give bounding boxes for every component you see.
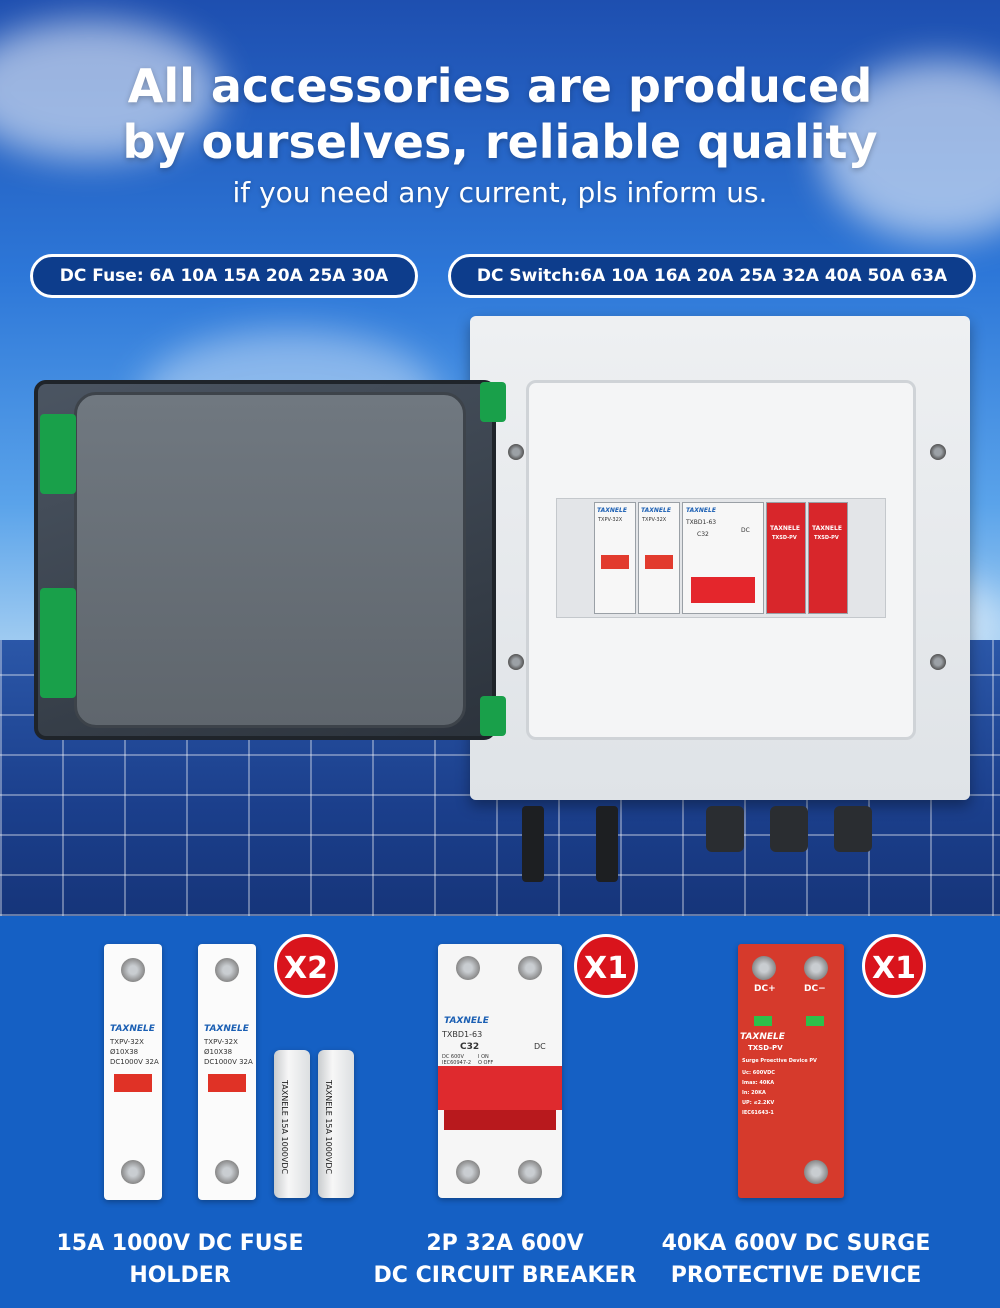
spd-standard: IEC61643-1 bbox=[742, 1110, 774, 1116]
fuse-holder-module: TAXNELE TXPV-32X bbox=[638, 502, 680, 614]
dc-circuit-breaker: TAXNELE TXBD1-63 C32 DC 600V IEC60947-2 … bbox=[438, 944, 562, 1198]
fuse-indicator-window bbox=[601, 555, 629, 569]
screw-icon bbox=[752, 956, 776, 980]
screw-icon bbox=[518, 956, 542, 980]
fuse-indicator-window bbox=[645, 555, 673, 569]
fuse-holder-brand: TAXNELE bbox=[110, 1024, 155, 1034]
breaker-brand: TAXNELE bbox=[444, 1016, 489, 1026]
fuse-holder-model: TXPV-32X bbox=[110, 1038, 144, 1046]
quantity-badge: X1 bbox=[574, 934, 638, 998]
screw-icon bbox=[518, 1160, 542, 1184]
fuse-holder: TAXNELE TXPV-32X Ø10X38 DC1000V 32A bbox=[198, 944, 256, 1200]
fuse-cartridge-text: TAXNELE 15A 1000VDC bbox=[280, 1080, 289, 1175]
screw-icon bbox=[121, 1160, 145, 1184]
cable-gland bbox=[770, 806, 808, 852]
breaker-handle-base bbox=[444, 1110, 556, 1130]
mc4-connector bbox=[522, 806, 544, 882]
screw-icon bbox=[456, 1160, 480, 1184]
screw-icon bbox=[215, 958, 239, 982]
screw-icon bbox=[930, 654, 946, 670]
spd-desc: Surge Proective Device PV bbox=[742, 1058, 817, 1064]
status-window bbox=[754, 1016, 772, 1026]
module-model: TXSD-PV bbox=[814, 535, 839, 541]
screw-icon bbox=[804, 956, 828, 980]
cable-gland bbox=[834, 806, 872, 852]
cloud bbox=[820, 60, 1000, 240]
product-caption: 2P 32A 600V DC CIRCUIT BREAKER bbox=[373, 1231, 637, 1288]
cloud bbox=[0, 20, 220, 160]
product-caption: 40KA 600V DC SURGE PROTECTIVE DEVICE bbox=[661, 1231, 931, 1288]
spd-in: In: 20KA bbox=[742, 1090, 766, 1096]
module-brand: TAXNELE bbox=[770, 525, 800, 532]
fuse-cartridge: TAXNELE 15A 1000VDC bbox=[318, 1050, 354, 1198]
fuse-holder-spec: DC1000V 32A bbox=[204, 1058, 253, 1066]
status-window bbox=[806, 1016, 824, 1026]
dc-breaker-module: TAXNELE TXBD1-63 C32 DC bbox=[682, 502, 764, 614]
breaker-on-label: I ON bbox=[478, 1054, 489, 1060]
door-latch bbox=[40, 588, 76, 698]
product-caption: 15A 1000V DC FUSE HOLDER bbox=[56, 1231, 304, 1288]
fuse-holder-model: TXPV-32X bbox=[204, 1038, 238, 1046]
module-model: TXBD1-63 bbox=[686, 519, 717, 526]
breaker-dc-label: DC bbox=[534, 1042, 546, 1051]
fuse-indicator-window bbox=[208, 1074, 246, 1092]
spd-up: UP: ≤2.2KV bbox=[742, 1100, 775, 1106]
fuse-holder-brand: TAXNELE bbox=[204, 1024, 249, 1034]
breaker-spec: DC 600V bbox=[442, 1054, 464, 1060]
module-brand: TAXNELE bbox=[641, 507, 671, 514]
surge-protector-module: TAXNELE TXSD-PV bbox=[766, 502, 806, 614]
breaker-off-label: O OFF bbox=[478, 1060, 494, 1066]
spd-brand: TAXNELE bbox=[740, 1032, 785, 1042]
module-brand: TAXNELE bbox=[597, 507, 627, 514]
door-window bbox=[74, 392, 466, 728]
spd-model: TXSD-PV bbox=[748, 1044, 783, 1052]
surge-protector-module: TAXNELE TXSD-PV bbox=[808, 502, 848, 614]
hinge bbox=[480, 696, 506, 736]
module-rating: C32 bbox=[697, 531, 709, 538]
dc-fuse-options-pill: DC Fuse: 6A 10A 15A 20A 25A 30A bbox=[30, 254, 418, 298]
breaker-spec: IEC60947-2 bbox=[442, 1060, 472, 1066]
breaker-handle bbox=[438, 1066, 562, 1110]
headline-line-2: by ourselves, reliable quality bbox=[122, 115, 878, 169]
module-dc-label: DC bbox=[741, 527, 750, 534]
cable-gland bbox=[706, 806, 744, 852]
fuse-holder-module: TAXNELE TXPV-32X bbox=[594, 502, 636, 614]
fuse-holder-spec: Ø10X38 bbox=[204, 1048, 233, 1056]
fuse-holder-spec: Ø10X38 bbox=[110, 1048, 139, 1056]
quantity-badge: X1 bbox=[862, 934, 926, 998]
spd-minus-label: DC− bbox=[804, 984, 826, 994]
fuse-holder: TAXNELE TXPV-32X Ø10X38 DC1000V 32A bbox=[104, 944, 162, 1200]
breaker-handle bbox=[691, 577, 755, 603]
mc4-connector bbox=[596, 806, 618, 882]
screw-icon bbox=[215, 1160, 239, 1184]
screw-icon bbox=[508, 654, 524, 670]
subline: if you need any current, pls inform us. bbox=[232, 176, 768, 209]
fuse-holder-spec: DC1000V 32A bbox=[110, 1058, 159, 1066]
screw-icon bbox=[804, 1160, 828, 1184]
headline-line-1: All accessories are produced bbox=[127, 59, 873, 113]
spd-uc: Uc: 600VDC bbox=[742, 1070, 775, 1076]
hinge bbox=[480, 382, 506, 422]
fuse-cartridge: TAXNELE 15A 1000VDC bbox=[274, 1050, 310, 1198]
module-brand: TAXNELE bbox=[686, 507, 716, 514]
headline: All accessories are produced by ourselve… bbox=[0, 58, 1000, 170]
fuse-indicator-window bbox=[114, 1074, 152, 1092]
spd-plus-label: DC+ bbox=[754, 984, 776, 994]
module-model: TXSD-PV bbox=[772, 535, 797, 541]
module-brand: TAXNELE bbox=[812, 525, 842, 532]
screw-icon bbox=[121, 958, 145, 982]
fuse-cartridge-text: TAXNELE 15A 1000VDC bbox=[324, 1080, 333, 1175]
module-model: TXPV-32X bbox=[598, 517, 623, 523]
breaker-rating: C32 bbox=[460, 1042, 480, 1052]
quantity-badge: X2 bbox=[274, 934, 338, 998]
module-model: TXPV-32X bbox=[642, 517, 667, 523]
screw-icon bbox=[930, 444, 946, 460]
screw-icon bbox=[508, 444, 524, 460]
surge-protective-device: DC+ DC− TAXNELE TXSD-PV Surge Proective … bbox=[738, 944, 844, 1198]
breaker-model: TXBD1-63 bbox=[442, 1030, 483, 1039]
door-latch bbox=[40, 414, 76, 494]
spd-imax: Imax: 40KA bbox=[742, 1080, 775, 1086]
screw-icon bbox=[456, 956, 480, 980]
dc-switch-options-pill: DC Switch:6A 10A 16A 20A 25A 32A 40A 50A… bbox=[448, 254, 976, 298]
